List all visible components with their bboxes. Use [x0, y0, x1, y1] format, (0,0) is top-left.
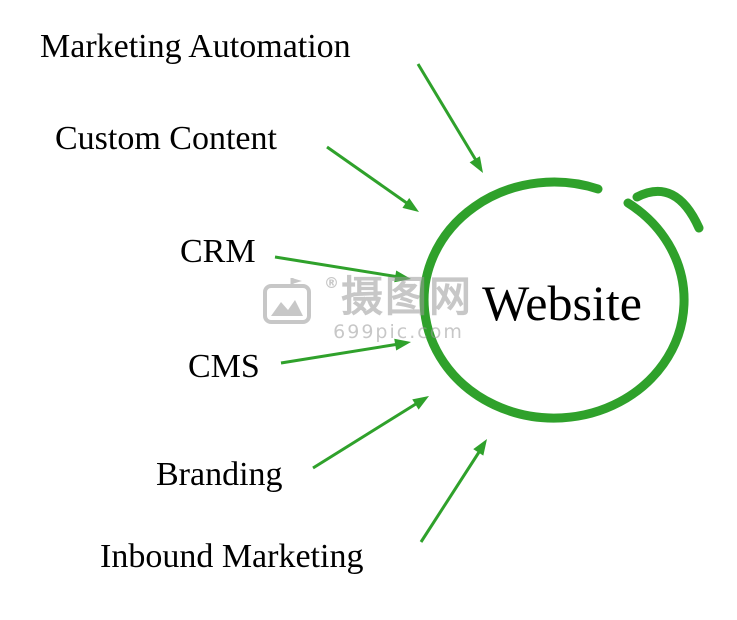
watermark-registered-mark: ®: [324, 274, 341, 292]
arrow-marketing-automation: [416, 63, 483, 173]
label-cms: CMS: [188, 348, 260, 385]
arrow-custom-content: [326, 145, 419, 212]
center-label-website: Website: [482, 275, 642, 331]
arrow-branding: [312, 396, 429, 470]
watermark-site-name: ®摄图网: [324, 272, 474, 321]
label-branding: Branding: [156, 456, 283, 493]
watermark-text: ®摄图网 699pic.com: [324, 272, 474, 344]
watermark: ®摄图网 699pic.com: [262, 276, 473, 343]
label-custom-content: Custom Content: [55, 120, 277, 157]
arrow-inbound-marketing: [419, 439, 487, 543]
watermark-url: 699pic.com: [333, 321, 464, 343]
label-crm: CRM: [180, 233, 256, 270]
website-circle: [419, 177, 704, 423]
label-inbound-marketing: Inbound Marketing: [100, 538, 364, 575]
label-marketing-automation: Marketing Automation: [40, 28, 351, 65]
watermark-logo-icon: [263, 278, 311, 324]
arrow-cms: [280, 338, 411, 365]
arrow-crm: [274, 255, 411, 283]
